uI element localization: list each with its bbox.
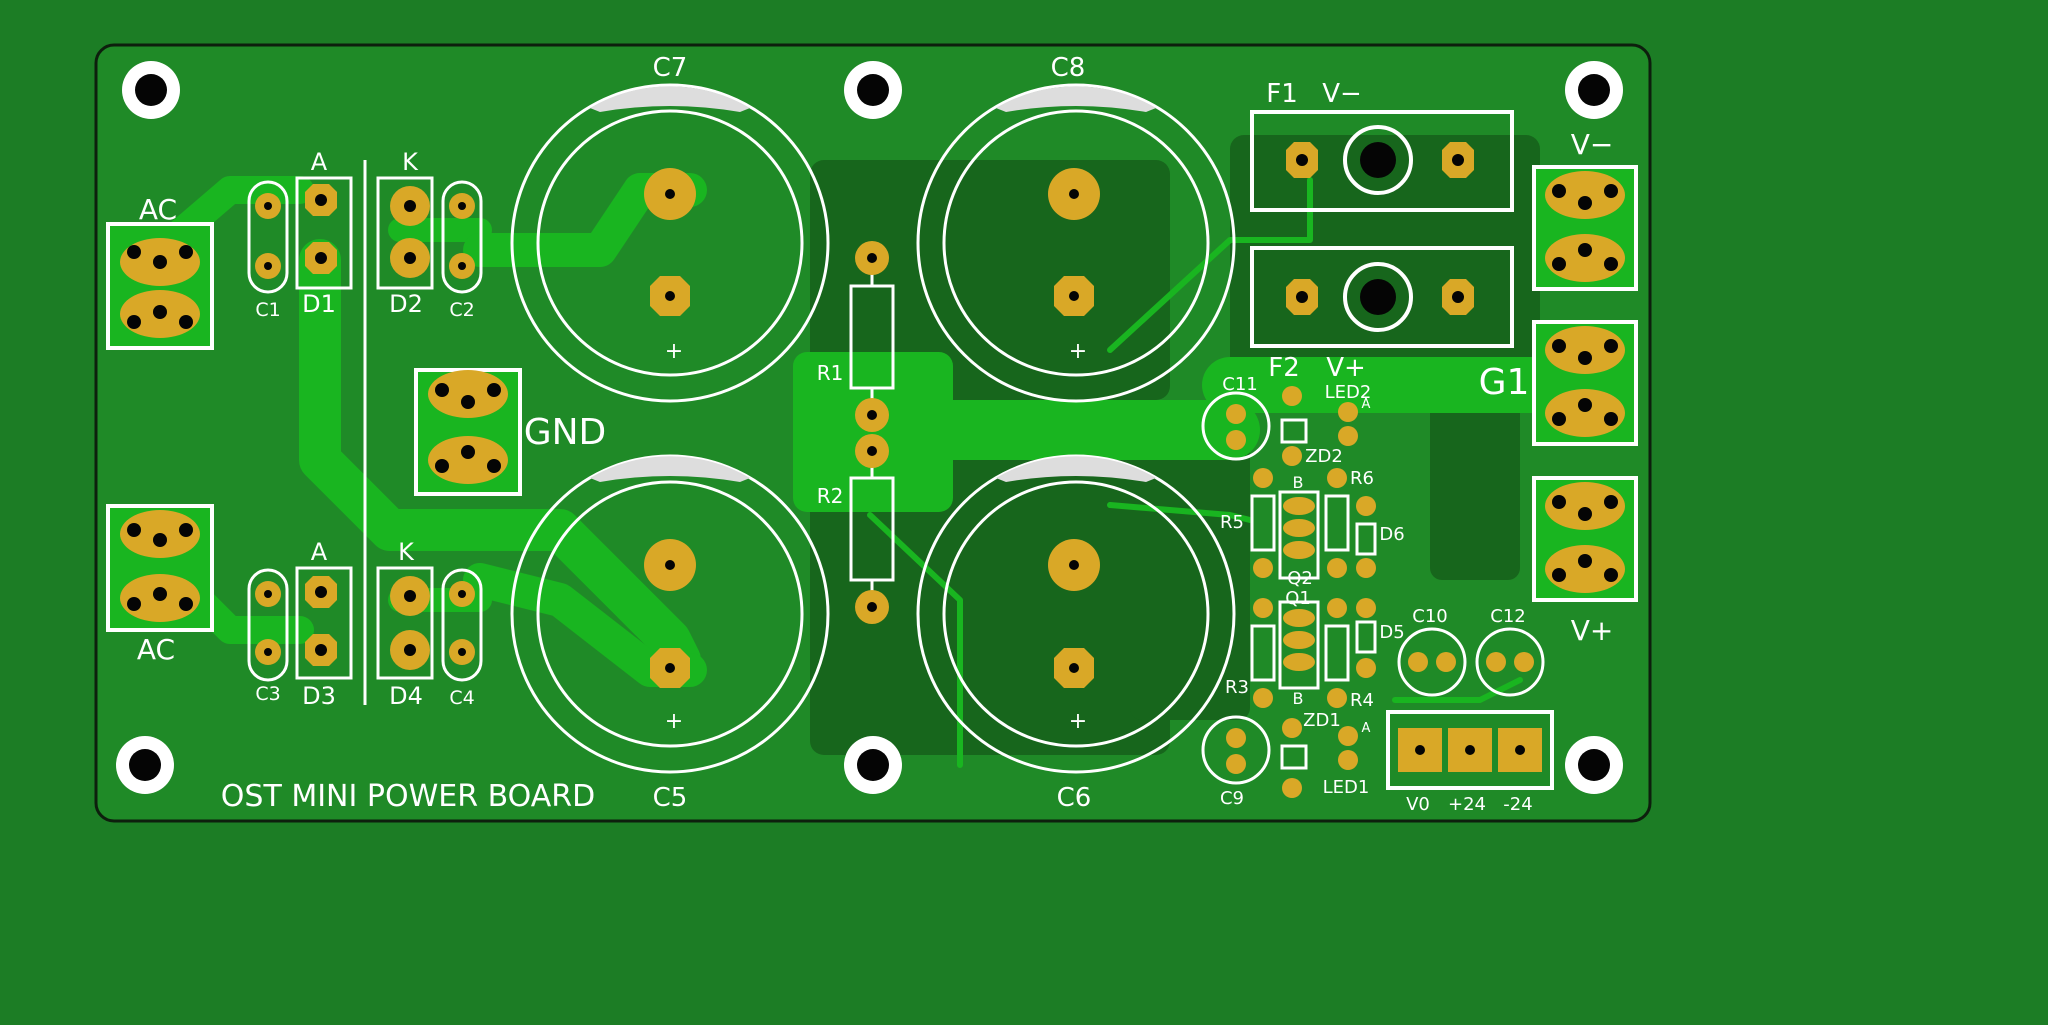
g1-label: G1 xyxy=(1479,362,1530,403)
zd2-label: ZD2 xyxy=(1305,446,1343,467)
ac-label-bottom: AC xyxy=(137,633,175,666)
c6-label: C6 xyxy=(1057,783,1092,813)
vminus-label: V− xyxy=(1571,128,1614,161)
led1-anode-label: A xyxy=(1362,721,1371,736)
c7-polarity: + xyxy=(665,339,683,364)
r1-label: R1 xyxy=(817,361,844,385)
capacitor-c7 xyxy=(510,83,830,403)
q2-base-label: B xyxy=(1293,473,1304,492)
c2-label: C2 xyxy=(449,299,474,321)
c9-label: C9 xyxy=(1220,788,1244,809)
center-resistors xyxy=(849,241,895,624)
c6-polarity: + xyxy=(1069,709,1087,734)
header-pin-minus24: -24 xyxy=(1503,794,1532,815)
c12-label: C12 xyxy=(1490,606,1525,627)
rectifier-silkscreen xyxy=(247,160,483,705)
r6-label: R6 xyxy=(1350,468,1374,489)
q1-base-label: B xyxy=(1293,689,1304,708)
fuse-f2 xyxy=(1250,246,1514,348)
q2-label: Q2 xyxy=(1287,568,1313,589)
f2-rail-label: V+ xyxy=(1326,353,1366,383)
c8-label: C8 xyxy=(1051,53,1086,83)
d6-label: D6 xyxy=(1379,524,1404,545)
led2-label: LED2 xyxy=(1325,382,1372,403)
regulator-pads xyxy=(1226,386,1542,798)
ac-label-top: AC xyxy=(139,193,177,226)
gnd-label: GND xyxy=(524,412,607,453)
zd1-label: ZD1 xyxy=(1303,710,1341,731)
d5-label: D5 xyxy=(1379,622,1404,643)
board-title: OST MINI POWER BOARD xyxy=(221,779,595,814)
cathode-label-bottom: K xyxy=(398,538,415,566)
rectifier-pads xyxy=(255,184,475,670)
led1-label: LED1 xyxy=(1323,777,1370,798)
center-pad-area xyxy=(793,352,953,512)
silkscreen-text: OST MINI POWER BOARD GND G1 AC AC V− V+ … xyxy=(137,53,1613,815)
r5-label: R5 xyxy=(1220,512,1244,533)
capacitor-c5 xyxy=(510,454,830,774)
header-pin-plus24: +24 xyxy=(1448,794,1486,815)
regulator-silkscreen xyxy=(1201,391,1554,790)
ac-connector-bottom xyxy=(106,504,214,632)
r2-label: R2 xyxy=(817,484,844,508)
c7-label: C7 xyxy=(653,53,688,83)
c10-label: C10 xyxy=(1412,606,1447,627)
capacitor-c8 xyxy=(916,83,1236,403)
c5-polarity: + xyxy=(665,709,683,734)
c5-label: C5 xyxy=(653,783,688,813)
anode-label-top: A xyxy=(311,148,328,176)
c4-label: C4 xyxy=(449,687,474,709)
c3-label: C3 xyxy=(255,683,280,705)
r3-label: R3 xyxy=(1225,677,1249,698)
d2-label: D2 xyxy=(389,290,423,318)
q1-label: Q1 xyxy=(1285,588,1311,609)
d1-label: D1 xyxy=(302,290,336,318)
capacitor-c6 xyxy=(916,454,1236,774)
cathode-label-top: K xyxy=(402,148,419,176)
c8-polarity: + xyxy=(1069,339,1087,364)
f1-rail-label: V− xyxy=(1322,79,1362,109)
gnd-connector xyxy=(414,368,522,496)
vplus-connector xyxy=(1532,476,1638,602)
header-pin-v0: V0 xyxy=(1406,794,1430,815)
fuse-f1 xyxy=(1250,110,1514,212)
c11-label: C11 xyxy=(1222,374,1257,395)
mounting-holes xyxy=(116,61,1623,794)
vplus-label: V+ xyxy=(1571,614,1614,647)
f2-label: F2 xyxy=(1268,353,1300,383)
g1-connector xyxy=(1532,320,1638,446)
c1-label: C1 xyxy=(255,299,280,321)
anode-label-bottom: A xyxy=(311,538,328,566)
r4-label: R4 xyxy=(1350,690,1374,711)
f1-label: F1 xyxy=(1266,79,1298,109)
led2-anode-label: A xyxy=(1362,397,1371,412)
d3-label: D3 xyxy=(302,682,336,710)
vminus-connector xyxy=(1532,165,1638,291)
d4-label: D4 xyxy=(389,682,423,710)
ac-connector-top xyxy=(106,222,214,350)
